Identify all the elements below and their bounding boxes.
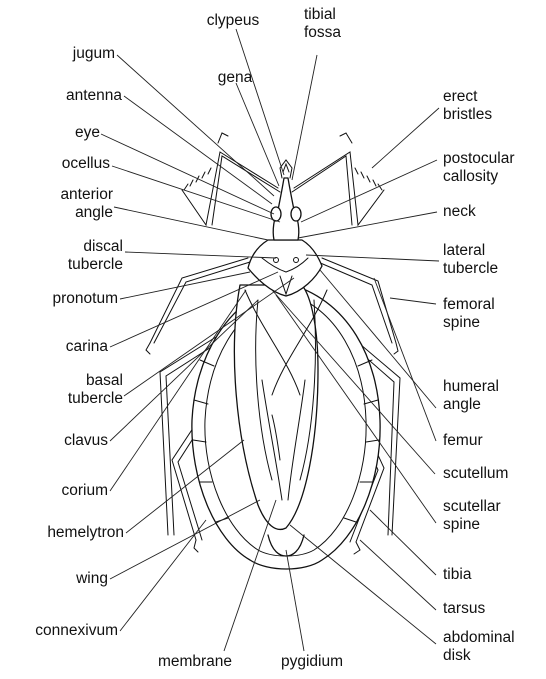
- label-femur: femur: [443, 432, 483, 450]
- label-scutellum: scutellum: [443, 465, 508, 483]
- label-neck: neck: [443, 203, 476, 221]
- label-corium: corium: [20, 482, 108, 500]
- label-connexivum: connexivum: [6, 622, 118, 640]
- label-clavus: clavus: [20, 432, 108, 450]
- head: [271, 160, 301, 240]
- label-hemelytron: hemelytron: [8, 524, 124, 542]
- label-membrane: membrane: [140, 653, 250, 671]
- label-carina: carina: [20, 338, 108, 356]
- label-jugum: jugum: [20, 45, 115, 63]
- label-wing: wing: [20, 570, 108, 588]
- label-tarsus: tarsus: [443, 600, 485, 618]
- label-tibia: tibia: [443, 566, 471, 584]
- label-gena: gena: [205, 69, 265, 87]
- label-pygidium: pygidium: [262, 653, 362, 671]
- label-clypeus: clypeus: [188, 12, 278, 30]
- label-antenna: antenna: [20, 87, 122, 105]
- label-eye: eye: [20, 124, 100, 142]
- label-ocellus: ocellus: [20, 155, 110, 173]
- label-pronotum: pronotum: [10, 290, 118, 308]
